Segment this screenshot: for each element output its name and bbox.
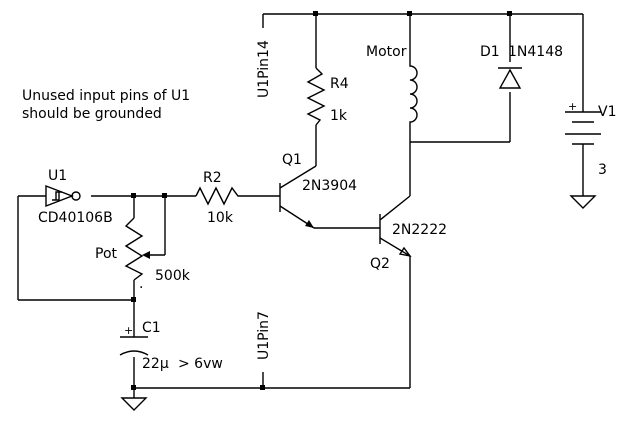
u1-part: CD40106B: [38, 210, 113, 226]
d1-part: 1N4148: [508, 44, 563, 60]
u1-ref: U1: [48, 168, 67, 184]
d1-ref: D1: [480, 44, 500, 60]
v1-value: 3: [598, 162, 607, 178]
net-label-pin14: U1Pin14: [256, 40, 272, 98]
q1-transistor-symbol: [279, 165, 317, 229]
c1-plus: +: [124, 324, 133, 337]
q2-transistor-symbol: [379, 195, 412, 258]
motor-ref: Motor: [366, 44, 407, 60]
c1-rating: > 6vw: [178, 356, 223, 372]
q1-ref: Q1: [282, 152, 302, 168]
r2-resistor-symbol: [195, 186, 242, 206]
wires: [17, 13, 584, 398]
r2-ref: R2: [203, 170, 222, 186]
ground-icon: [120, 397, 148, 411]
motor-coil-symbol: [409, 58, 418, 130]
pot-ref: Pot: [95, 246, 118, 262]
c1-value: 22µ: [142, 356, 169, 372]
note-line-2: should be grounded: [22, 106, 162, 122]
q2-ref: Q2: [370, 256, 390, 272]
ground-icon: [569, 195, 597, 209]
v1-battery-symbol: [565, 111, 601, 156]
r4-ref: R4: [330, 76, 349, 92]
q2-part: 2N2222: [392, 222, 447, 238]
v1-ref: V1: [598, 104, 616, 120]
u1-inverter-symbol: [45, 184, 81, 208]
pot-symbol: [124, 217, 165, 281]
net-label-pin7: U1Pin7: [256, 311, 272, 360]
d1-diode-symbol: [498, 67, 522, 89]
c1-capacitor-symbol: [119, 336, 149, 356]
v1-plus: +: [568, 100, 577, 113]
junction-dots: [131, 11, 512, 390]
q1-part: 2N3904: [302, 178, 357, 194]
note-line-1: Unused input pins of U1: [22, 88, 190, 104]
pot-wiper-mark: .: [139, 276, 143, 292]
c1-ref: C1: [142, 320, 161, 336]
r4-resistor-symbol: [306, 67, 326, 126]
pot-value: 500k: [155, 268, 191, 284]
r4-value: 1k: [330, 108, 348, 124]
r2-value: 10k: [207, 210, 234, 226]
